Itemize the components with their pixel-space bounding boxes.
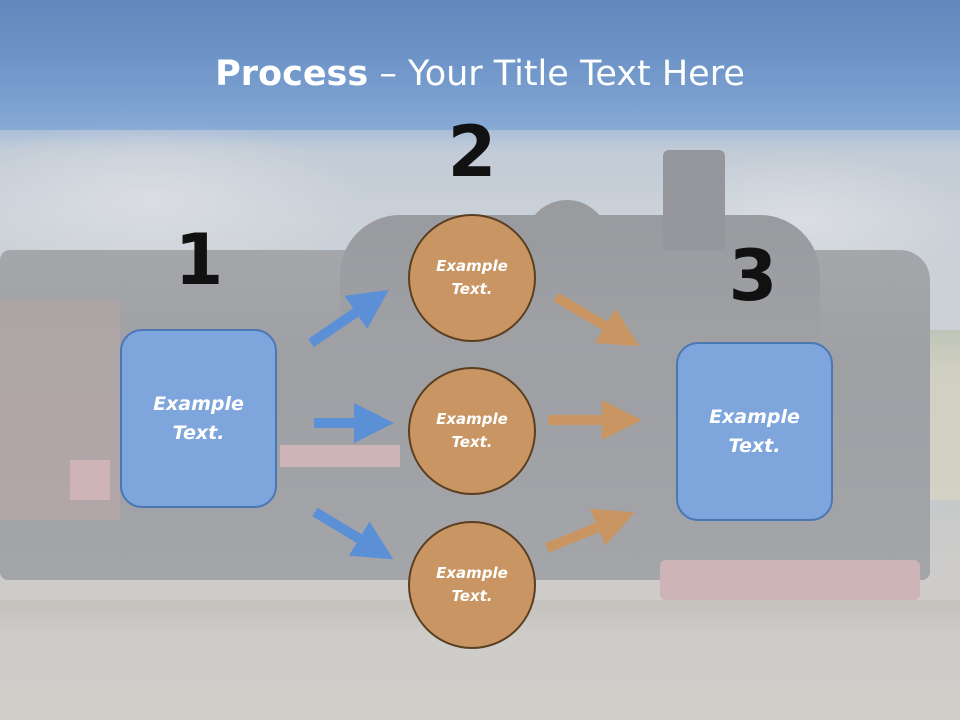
- slide-title-bold: Process: [215, 54, 369, 94]
- step-number-3: 3: [728, 235, 778, 317]
- step2-circle-middle: Example Text.: [408, 367, 536, 495]
- step3-box-text: Example Text.: [709, 405, 800, 457]
- step2-circle-bottom: Example Text.: [408, 521, 536, 649]
- step-number-1: 1: [174, 219, 224, 301]
- step2-circle-bottom-text: Example Text.: [436, 564, 508, 605]
- step2-circle-middle-text: Example Text.: [436, 410, 508, 451]
- step3-box: Example Text.: [676, 342, 833, 521]
- arrow-blue-up: [308, 289, 389, 348]
- step2-circle-top-text: Example Text.: [436, 257, 508, 298]
- slide-title: Process – Your Title Text Here: [0, 52, 960, 96]
- arrow-blue-down: [312, 507, 394, 560]
- step2-circle-top: Example Text.: [408, 214, 536, 342]
- step-number-2: 2: [447, 111, 497, 193]
- title-band: [0, 0, 960, 130]
- step1-box-text: Example Text.: [153, 392, 244, 444]
- arrow-orange-up: [545, 508, 635, 553]
- arrow-orange-down: [553, 292, 640, 347]
- step1-box: Example Text.: [120, 329, 277, 508]
- slide-title-rest: – Your Title Text Here: [368, 54, 745, 94]
